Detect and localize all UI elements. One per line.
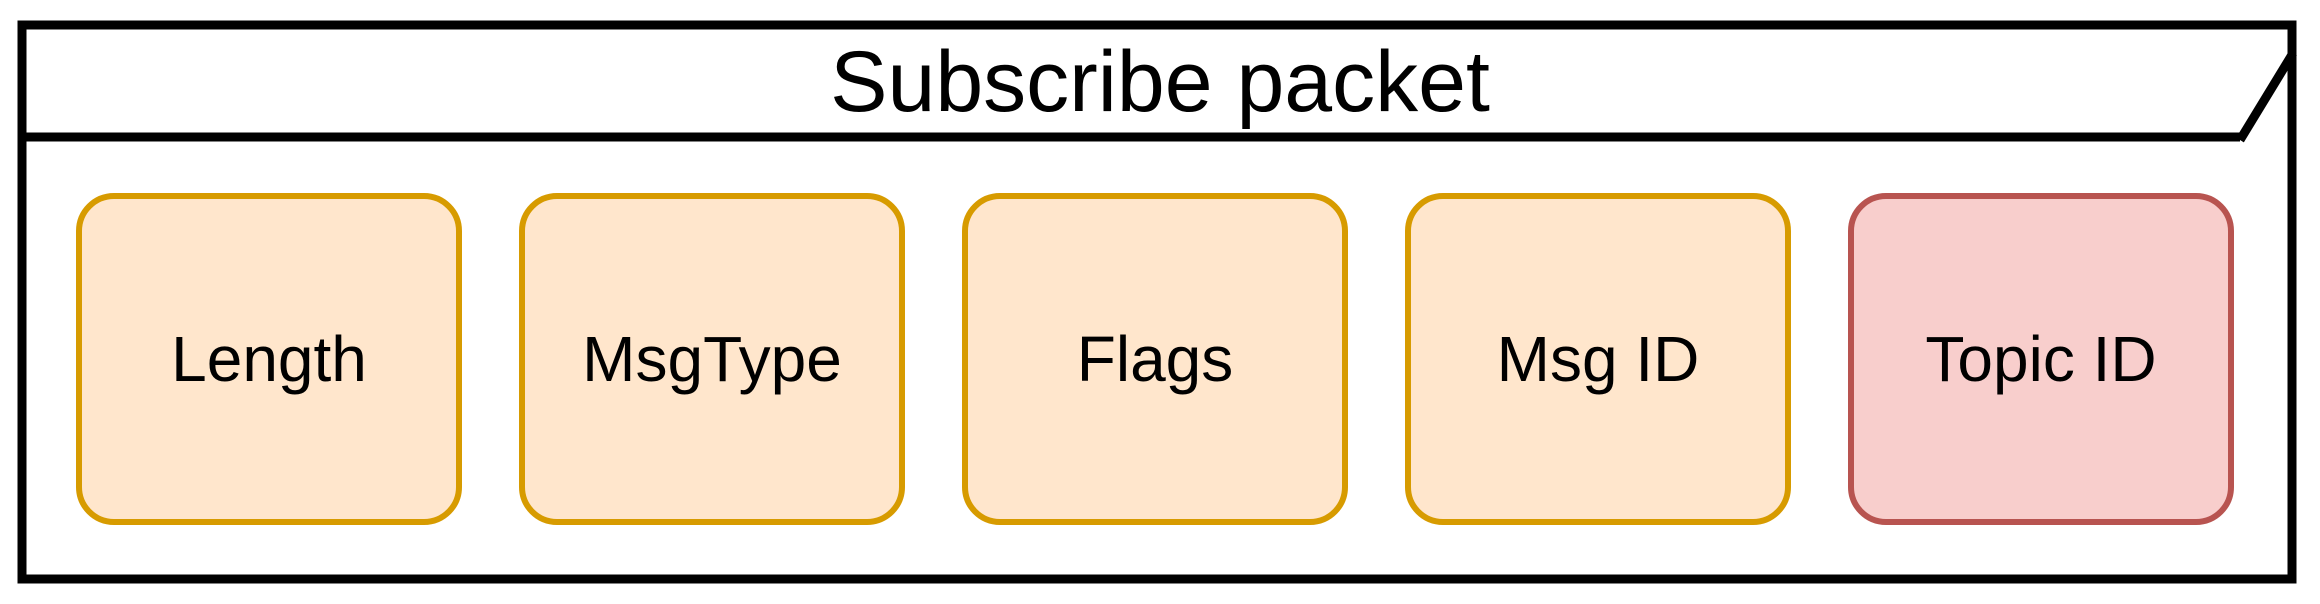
field-label-length: Length — [171, 323, 367, 395]
packet-title: Subscribe packet — [830, 33, 1490, 130]
packet-frame-border — [17, 20, 2297, 584]
packet-field-topicid: Topic ID — [1848, 193, 2234, 525]
packet-field-flags: Flags — [962, 193, 1348, 525]
field-label-flags: Flags — [1076, 323, 1234, 395]
packet-field-length: Length — [76, 193, 462, 525]
packet-fields-row: Length MsgType Flags Msg ID Topic ID — [76, 193, 2234, 525]
packet-field-msgid: Msg ID — [1405, 193, 1791, 525]
field-label-msgid: Msg ID — [1496, 323, 1700, 395]
packet-field-msgtype: MsgType — [519, 193, 905, 525]
field-label-msgtype: MsgType — [582, 323, 842, 395]
frame-notch-diagonal — [2236, 50, 2297, 143]
field-label-topicid: Topic ID — [1925, 323, 2157, 395]
